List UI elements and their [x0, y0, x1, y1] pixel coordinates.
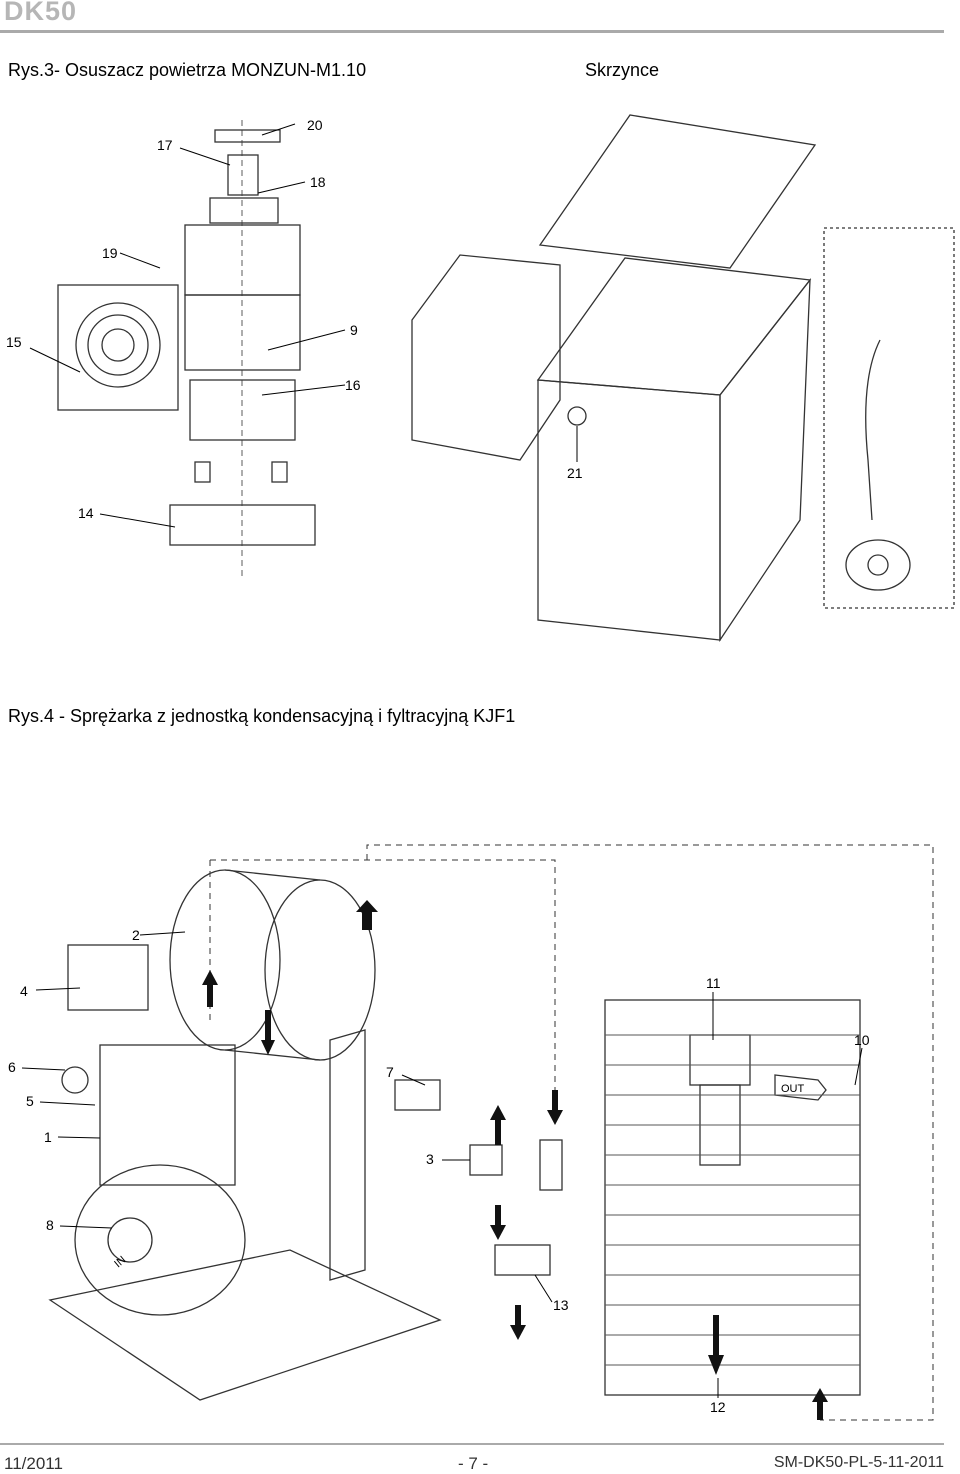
compressor-crankcase: [74, 1164, 246, 1316]
dryer-fitting-left: [194, 461, 211, 483]
header-brand: DK50: [4, 0, 78, 26]
solenoid-valve-13: [494, 1244, 551, 1276]
dryer-fitting-right: [271, 461, 288, 483]
dryer-top-cap: [214, 129, 281, 143]
callout-15: 15: [6, 334, 22, 350]
callout-2: 2: [132, 927, 140, 943]
pressure-switch-4: [67, 944, 149, 1011]
compressor-base-plate: [48, 1249, 442, 1401]
figure4-caption: Rys.4 - Sprężarka z jednostką kondensacy…: [8, 706, 516, 726]
filter-11: [689, 1034, 751, 1086]
cabinet-top-open: [536, 257, 812, 396]
cabinet-front: [537, 379, 721, 641]
figure3-illustration: 20 17 18 19 15 9 16 14 21: [6, 114, 955, 643]
dryer-head: [209, 197, 279, 224]
dryer-housing-9: [184, 294, 301, 371]
figure3-caption: Rys.3- Osuszacz powietrza MONZUN-M1.10: [8, 60, 367, 80]
compressor-inlet-8: [107, 1217, 153, 1263]
in-label: IN: [112, 1254, 128, 1270]
out-label: OUT: [781, 1083, 805, 1095]
dryer-cartridge-16: [189, 379, 296, 441]
cabinet-side-panel: [411, 254, 561, 461]
safety-valve-7: [394, 1079, 441, 1111]
air-tank-2: [169, 869, 281, 1051]
footer-divider: [0, 1443, 944, 1445]
condenser-10: [604, 999, 861, 1396]
cabinet-right-side: [719, 278, 811, 643]
dryer-upper-body: [184, 224, 301, 296]
hose-outlet: [845, 539, 911, 591]
pressure-gauge-6: [61, 1066, 89, 1094]
figure3-right-caption: Skrzynce: [585, 60, 660, 80]
callout-3: 3: [426, 1151, 434, 1167]
footer-date: 11/2011: [4, 1454, 63, 1473]
callout-6: 6: [8, 1059, 16, 1075]
callout-1: 1: [44, 1129, 52, 1145]
callout-9: 9: [350, 322, 358, 338]
callout-11: 11: [706, 975, 721, 991]
compressor-bracket: [329, 1029, 366, 1281]
footer-doc-code: SM-DK50-PL-5-11-2011: [773, 1454, 944, 1471]
callout-8: 8: [46, 1217, 54, 1233]
callout-13: 13: [553, 1297, 569, 1313]
fan-box-15: [57, 284, 179, 411]
callout-20: 20: [307, 117, 323, 133]
out-arrow-label: [774, 1074, 827, 1101]
callout-14: 14: [78, 505, 94, 521]
callout-12: 12: [710, 1399, 726, 1415]
footer-page-number: - 7 -: [458, 1454, 489, 1473]
callout-7: 7: [386, 1064, 394, 1080]
callout-21: 21: [567, 465, 583, 481]
callout-4: 4: [20, 983, 28, 999]
callout-10: 10: [854, 1032, 870, 1048]
compressor-head-1: [99, 1044, 236, 1186]
callout-5: 5: [26, 1093, 34, 1109]
check-valve-3: [469, 1144, 503, 1176]
callout-16: 16: [345, 377, 361, 393]
cabinet-lid: [538, 114, 817, 269]
callout-19: 19: [102, 245, 118, 261]
cabinet-switch-21: [567, 406, 587, 426]
callout-18: 18: [310, 174, 326, 190]
dryer-inlet-tube: [227, 154, 259, 196]
callout-17: 17: [157, 137, 173, 153]
hose-detail-frame: [823, 227, 955, 609]
drain-valve-14: [169, 504, 316, 546]
header-divider: [0, 30, 944, 33]
